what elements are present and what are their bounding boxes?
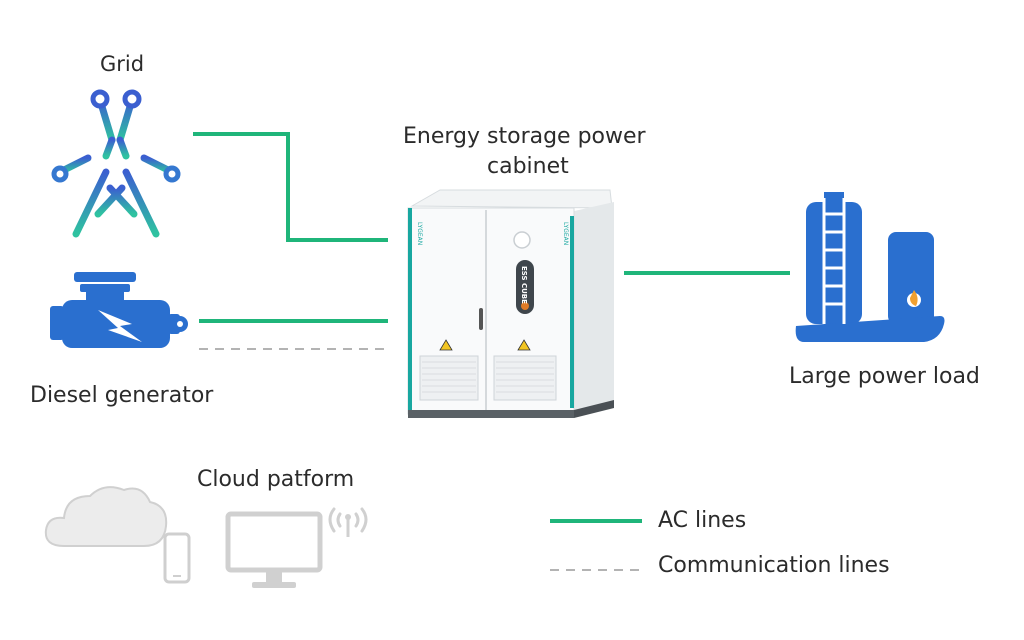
transmission-tower-icon <box>51 89 181 242</box>
grid-label: Grid <box>100 52 145 76</box>
cloud-icon <box>44 486 168 547</box>
cabinet-label-line1: Energy storage power <box>403 124 646 149</box>
legend-ac-label: AC lines <box>658 508 747 533</box>
cabinet-brand-left: LYGEAN <box>416 222 423 245</box>
diesel-generator-icon <box>50 272 188 348</box>
diesel-label: Diesel generator <box>30 383 214 408</box>
monitor-icon <box>225 511 323 588</box>
factory-load-icon <box>795 192 945 342</box>
lightning-icon <box>98 310 142 342</box>
wifi-signal-icon <box>328 507 368 537</box>
grid-ac-line <box>193 132 388 242</box>
load-label: Large power load <box>789 364 980 389</box>
cabinet-label-line2: cabinet <box>487 154 569 179</box>
phone-icon <box>163 532 191 584</box>
cabinet-brand-right: LYGEAN <box>562 222 569 245</box>
legend-comm-label: Communication lines <box>658 553 890 578</box>
cloud-label: Cloud patform <box>197 467 355 492</box>
cabinet-model-text: ESS CUBE <box>520 266 528 304</box>
legend-ac-swatch <box>550 519 642 523</box>
legend-comm-swatch <box>550 569 642 571</box>
energy-storage-cabinet: ESS CUBE LYGEAN LYGEAN <box>407 189 614 418</box>
